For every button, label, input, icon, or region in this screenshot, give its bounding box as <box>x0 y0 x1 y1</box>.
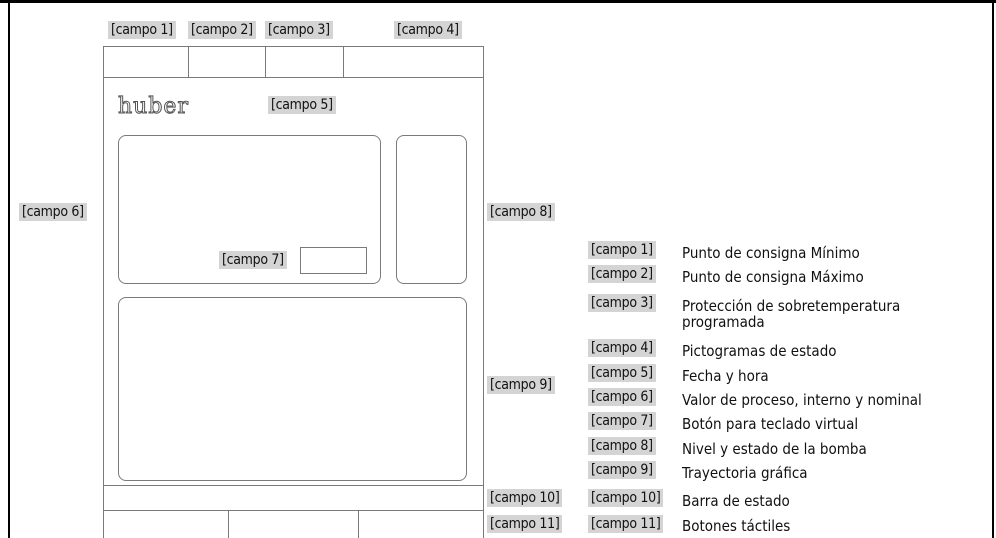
screen-right-edge <box>483 46 484 538</box>
virtual-keyboard-button[interactable] <box>300 247 367 274</box>
label-campo-5: [campo 5] <box>268 96 336 114</box>
legend-desc-9: Trayectoria gráfica <box>682 464 808 482</box>
label-campo-4: [campo 4] <box>394 21 462 39</box>
legend-desc-8: Nivel y estado de la bomba <box>682 440 867 458</box>
status-bar-bottom <box>103 510 484 511</box>
label-campo-2: [campo 2] <box>188 21 256 39</box>
label-campo-7: [campo 7] <box>219 251 287 269</box>
label-campo-9: [campo 9] <box>487 376 555 394</box>
label-campo-11: [campo 11] <box>487 515 563 533</box>
legend-code-9: [campo 9] <box>588 461 656 479</box>
legend-desc-2: Punto de consigna Máximo <box>682 268 864 286</box>
legend-code-6: [campo 6] <box>588 388 656 406</box>
label-campo-10: [campo 10] <box>487 489 563 507</box>
legend-desc-11: Botones táctiles <box>682 517 791 535</box>
screen-left-edge <box>103 46 104 538</box>
touch-button-divider-2 <box>358 510 359 538</box>
label-campo-8: [campo 8] <box>487 203 555 221</box>
touch-button-divider-1 <box>228 510 229 538</box>
label-campo-6: [campo 6] <box>19 203 87 221</box>
pump-level-panel <box>396 135 467 284</box>
label-campo-3: [campo 3] <box>265 21 333 39</box>
process-value-panel <box>118 135 381 284</box>
legend-code-1: [campo 1] <box>588 241 656 259</box>
legend-desc-6: Valor de proceso, interno y nominal <box>682 391 922 409</box>
label-campo-1: [campo 1] <box>108 21 176 39</box>
header-divider-1 <box>188 46 189 78</box>
graph-panel <box>118 297 467 481</box>
status-bar-top <box>103 485 484 486</box>
legend-desc-3: Protección de sobretemperatura <box>682 297 901 315</box>
huber-logo: huber <box>118 94 189 119</box>
header-row-bottom <box>103 77 484 78</box>
legend-desc-1: Punto de consigna Mínimo <box>682 244 860 262</box>
legend-desc-10: Barra de estado <box>682 492 790 510</box>
screen-top-edge <box>103 46 484 47</box>
legend-code-4: [campo 4] <box>588 339 656 357</box>
legend-code-3: [campo 3] <box>588 294 656 312</box>
legend-code-11: [campo 11] <box>588 515 664 533</box>
legend-code-7: [campo 7] <box>588 412 656 430</box>
legend-desc-5: Fecha y hora <box>682 367 769 385</box>
legend-code-10: [campo 10] <box>588 489 664 507</box>
frame-top-border <box>0 0 996 3</box>
frame-left-border <box>8 0 10 538</box>
legend-code-5: [campo 5] <box>588 364 656 382</box>
legend-desc-3-line-2: programada <box>682 313 765 331</box>
header-divider-2 <box>265 46 266 78</box>
frame-right-border <box>992 0 994 538</box>
legend-code-2: [campo 2] <box>588 265 656 283</box>
header-divider-3 <box>343 46 344 78</box>
legend-desc-7: Botón para teclado virtual <box>682 415 859 433</box>
legend-desc-4: Pictogramas de estado <box>682 342 837 360</box>
legend-code-8: [campo 8] <box>588 437 656 455</box>
